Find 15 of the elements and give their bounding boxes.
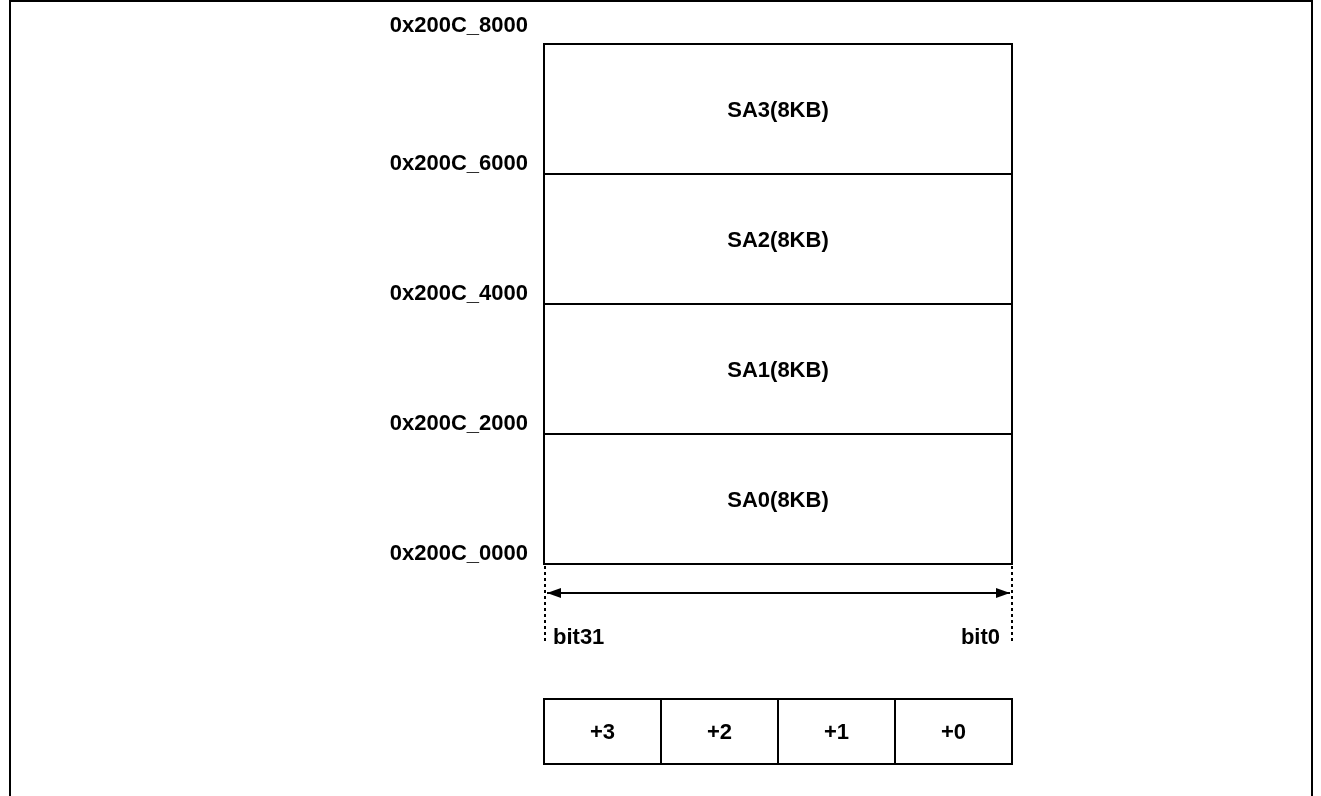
- address-label: 0x200C_4000: [389, 280, 528, 305]
- memory-block: SA2(8KB): [543, 173, 1013, 305]
- memory-block: SA0(8KB): [543, 433, 1013, 565]
- address-label: 0x200C_8000: [389, 12, 528, 37]
- bit-label: bit0: [960, 624, 1000, 649]
- bit-label: bit31: [553, 624, 605, 649]
- memory-block: SA3(8KB): [543, 43, 1013, 175]
- byte-offset: +2: [660, 698, 779, 765]
- byte-offset: +3: [543, 698, 662, 765]
- memory-block: SA1(8KB): [543, 303, 1013, 435]
- byte-offset: +0: [894, 698, 1013, 765]
- address-label: 0x200C_6000: [389, 150, 528, 175]
- byte-offset: +1: [777, 698, 896, 765]
- address-label: 0x200C_0000: [389, 540, 528, 565]
- address-label: 0x200C_2000: [389, 410, 528, 435]
